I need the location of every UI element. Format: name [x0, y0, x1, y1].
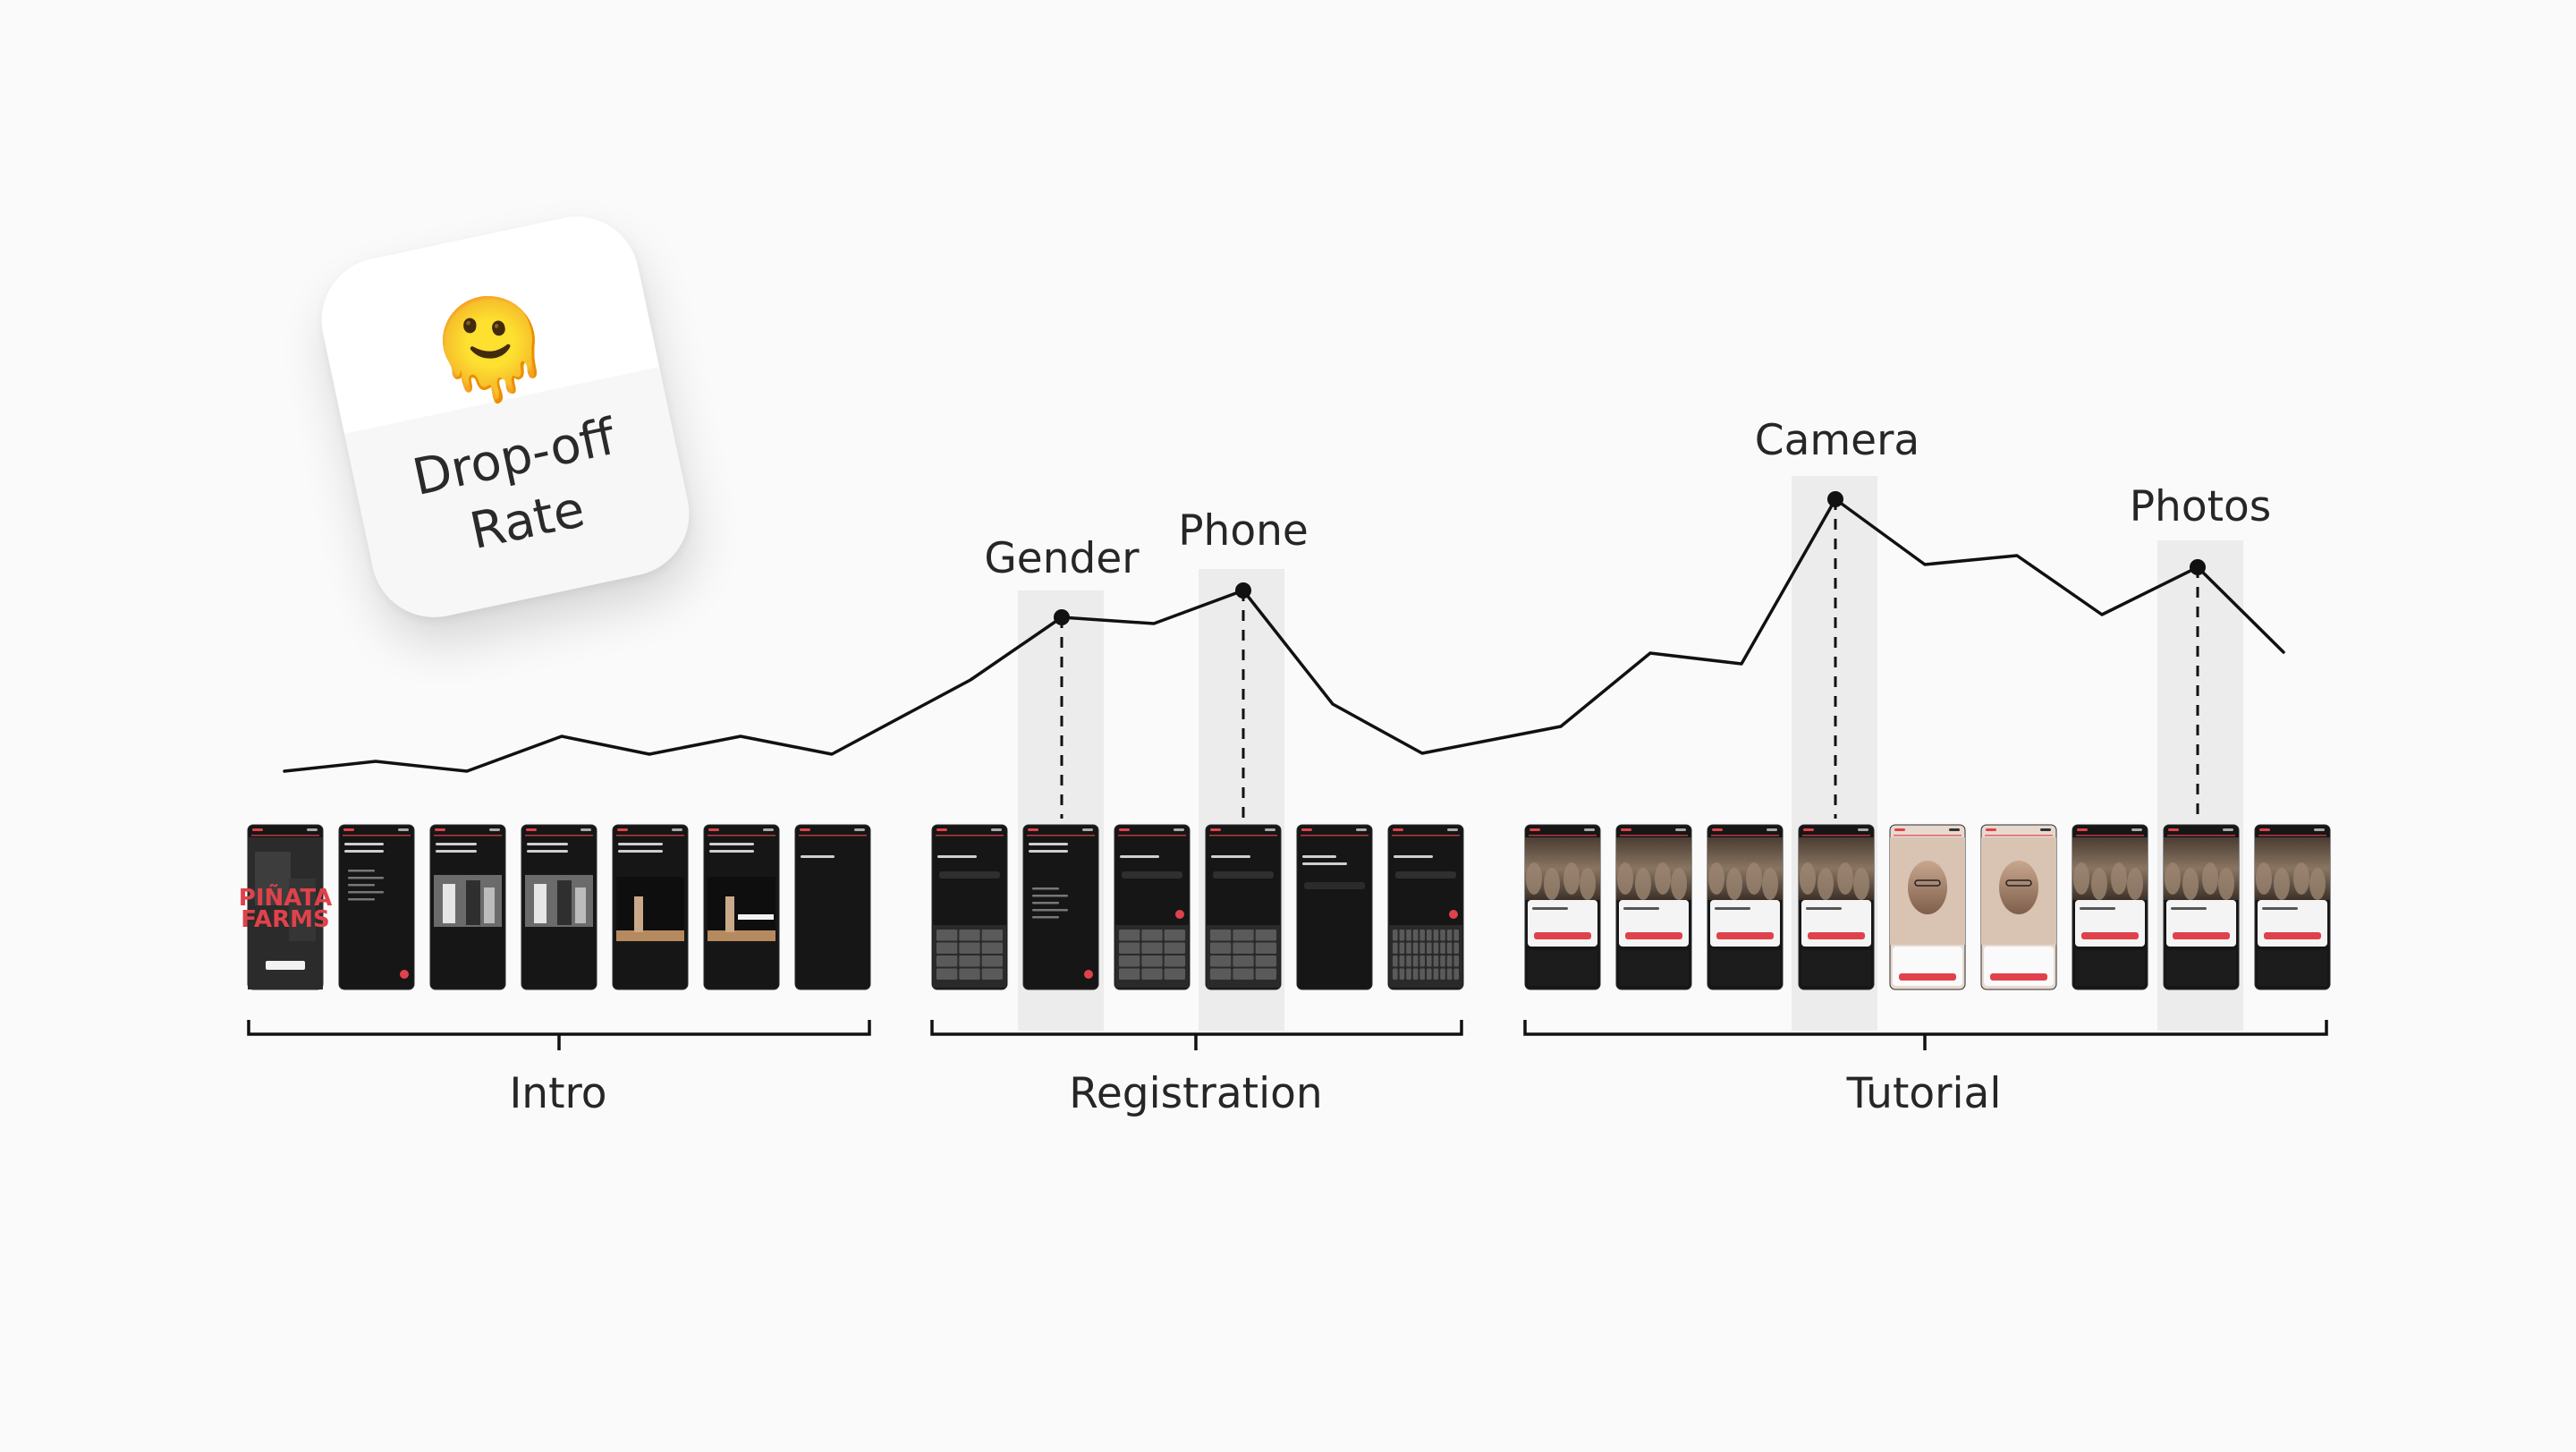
peak-label-phone: Phone	[1178, 506, 1309, 556]
phone-screen	[794, 824, 871, 990]
phone-screen	[1798, 824, 1875, 990]
bracket-tutorial	[1523, 1020, 2328, 1050]
group-label-registration: Registration	[1069, 1069, 1322, 1118]
bracket-registration	[930, 1020, 1463, 1050]
phone-screen	[612, 824, 689, 990]
phone-screen	[1707, 824, 1784, 990]
group-label-tutorial: Tutorial	[1846, 1069, 2002, 1118]
peak-label-photos: Photos	[2130, 482, 2272, 531]
phone-screen	[338, 824, 415, 990]
phone-screen	[703, 824, 780, 990]
phone-screen	[1296, 824, 1373, 990]
phone-screen	[1524, 824, 1601, 990]
logo-line2: FARMS	[241, 906, 330, 933]
card-title-line1: Drop-off	[408, 407, 621, 508]
phone-screen	[2163, 824, 2240, 990]
peak-label-gender: Gender	[984, 534, 1140, 583]
phone-screen	[1022, 824, 1099, 990]
group-label-intro: Intro	[509, 1069, 606, 1118]
peak-dot-camera	[1827, 491, 1843, 507]
peak-dot-gender	[1054, 609, 1070, 625]
phone-screen	[2072, 824, 2148, 990]
peak-dot-phone	[1235, 582, 1251, 599]
phone-screen	[521, 824, 597, 990]
phone-screen	[1889, 824, 1966, 990]
peak-label-camera: Camera	[1755, 416, 1919, 465]
logo-line1: PIÑATA	[239, 883, 332, 912]
peak-markers	[1054, 491, 2206, 819]
group-brackets	[247, 1020, 2328, 1050]
peak-dot-photos	[2190, 559, 2206, 575]
phone-screen	[1387, 824, 1464, 990]
phone-screen	[931, 824, 1008, 990]
bracket-intro	[247, 1020, 871, 1050]
phone-screen	[1615, 824, 1692, 990]
card-title: Drop-off Rate	[350, 393, 691, 586]
phone-screen	[1980, 824, 2057, 990]
phone-screen	[1114, 824, 1191, 990]
phone-screen	[429, 824, 506, 990]
phone-screen	[1205, 824, 1282, 990]
phone-screen	[2254, 824, 2331, 990]
drop-off-line	[283, 497, 2285, 773]
